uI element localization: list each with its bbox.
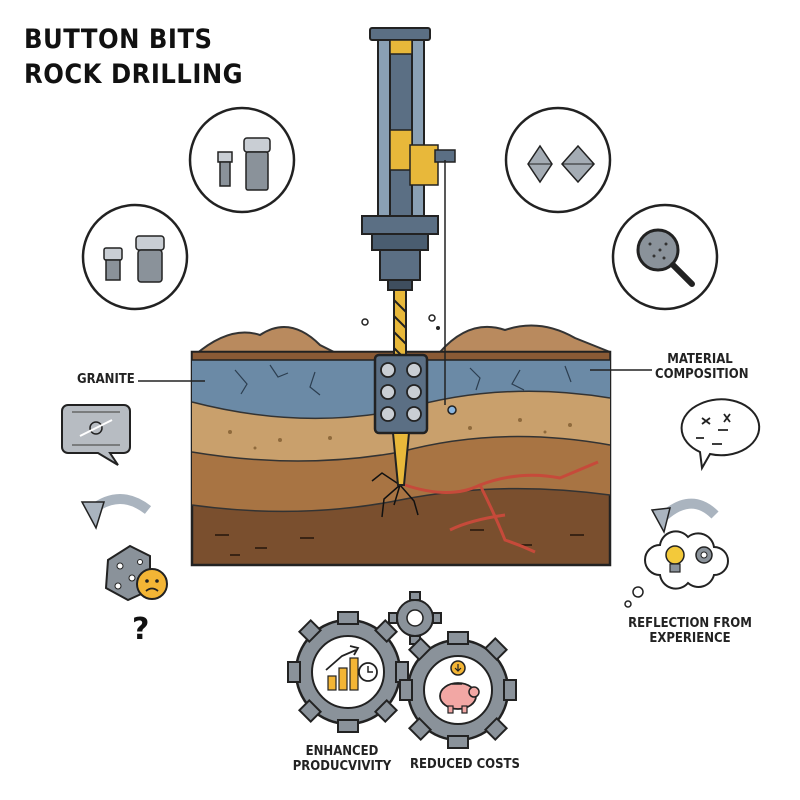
page-title: BUTTON BITS ROCK DRILLING [24, 22, 243, 92]
gear-icon [287, 591, 517, 749]
button-bits-icon [188, 106, 296, 214]
thinking-bubble-icon [680, 398, 761, 472]
enhanced-productivity-label: ENHANCED PRODUCVIVITY [282, 744, 402, 775]
enhanced-label-line-2: PRODUCVIVITY [292, 758, 392, 774]
material-composition-label: MATERIAL COMPOSITION [655, 352, 749, 383]
granite-label: GRANITE [77, 372, 135, 387]
material-label-line-1: MATERIAL [667, 352, 733, 367]
material-label-line-2: COMPOSITION [655, 366, 749, 382]
sad-face-icon [104, 544, 168, 602]
title-line-2: ROCK DRILLING [24, 59, 244, 91]
reflection-label: REFLECTION FROM EXPERIENCE [615, 616, 765, 647]
drill-rig-icon [361, 27, 457, 486]
reflection-label-line-1: REFLECTION FROM [628, 616, 752, 631]
magnifier-icon [611, 203, 719, 311]
chat-bubble-icon [61, 404, 131, 466]
button-bits-small-icon [81, 203, 189, 311]
bar-chart-icon [325, 645, 378, 691]
enhanced-label-line-1: ENHANCED [305, 744, 379, 759]
lightbulb-icon [624, 530, 729, 608]
title-line-1: BUTTON BITS [24, 24, 213, 55]
piggy-bank-icon [439, 660, 480, 714]
question-mark: ? [132, 612, 150, 647]
reflection-label-line-2: EXPERIENCE [649, 630, 731, 646]
diamond-bits-icon [504, 106, 612, 214]
reduced-costs-label: REDUCED COSTS [410, 757, 520, 772]
